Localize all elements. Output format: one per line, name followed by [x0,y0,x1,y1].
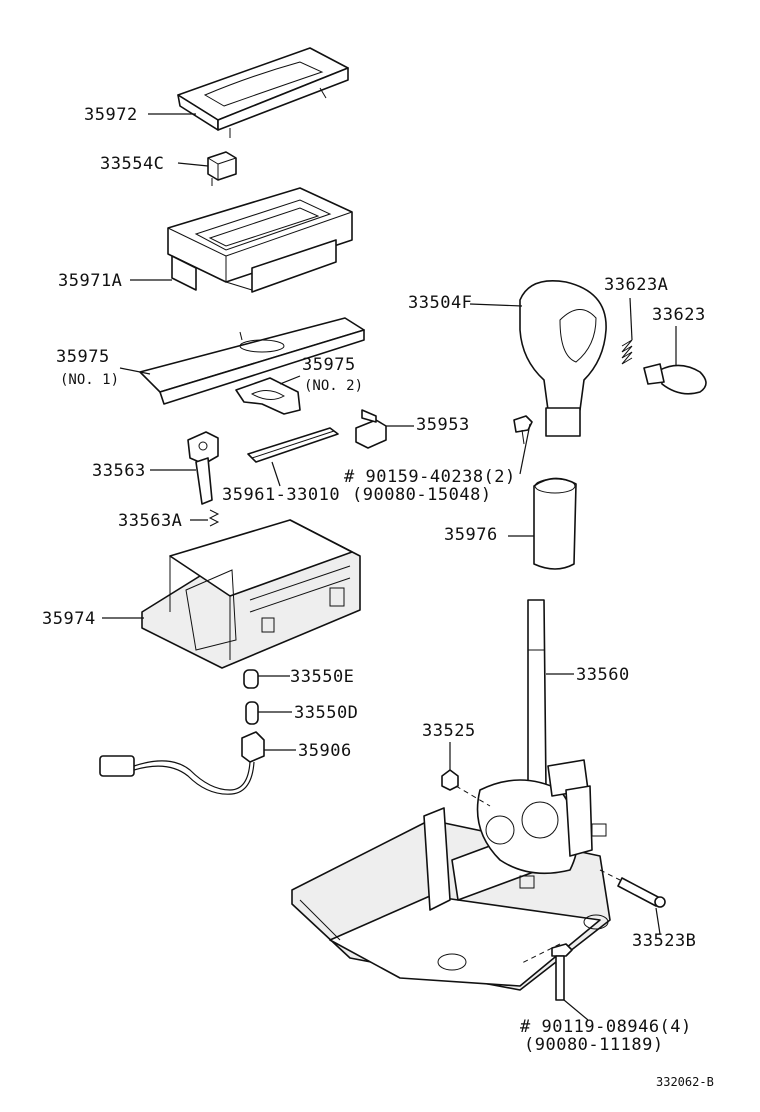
label-35975-no2-note: (NO. 2) [304,378,363,394]
label-35961: 35961-33010 [222,485,340,505]
part-35975-no2-drawing [235,377,301,415]
part-35974-drawing [141,519,361,669]
part-35953-drawing [355,409,387,449]
label-33554c: 33554C [100,154,164,174]
label-90159: # 90159-40238(2) [344,467,516,487]
label-35975-no1-note: (NO. 1) [60,372,119,388]
part-33623a-drawing [621,339,633,365]
label-90119: # 90119-08946(4) [520,1017,692,1037]
part-35971a-drawing [167,187,353,293]
label-33563: 33563 [92,461,146,481]
label-33525: 33525 [422,721,476,741]
label-33560: 33560 [576,665,630,685]
part-33525-drawing [441,769,459,791]
part-33563-drawing [187,431,219,505]
part-35906-drawing [99,731,265,795]
label-33623: 33623 [652,305,706,325]
label-33623a: 33623A [604,275,668,295]
part-35975-no1-drawing [139,317,365,405]
part-33554c-drawing [207,151,237,186]
part-35972-drawing [177,47,349,138]
part-33623-drawing [643,363,707,395]
label-33550e: 33550E [290,667,354,687]
part-33523b-drawing [617,877,666,908]
part-33560-drawing [291,599,611,991]
label-35971a: 35971A [58,271,122,291]
label-33504f: 33504F [408,293,472,313]
part-90159-drawing [513,415,533,445]
part-33550e-drawing [243,669,259,689]
part-35961-drawing [247,427,339,463]
label-90159-alt: (90080-15048) [352,485,492,505]
part-33550d-drawing [245,701,259,725]
diagram-id: 332062-B [656,1075,714,1089]
label-35972: 35972 [84,105,138,125]
label-33550d: 33550D [294,703,358,723]
part-33563a-drawing [208,509,220,527]
label-35906: 35906 [298,741,352,761]
label-90119-alt: (90080-11189) [524,1035,664,1055]
label-33563a: 33563A [118,511,182,531]
part-90119-drawing [551,943,573,1001]
label-35953: 35953 [416,415,470,435]
label-35975-no2: 35975 [302,355,356,375]
label-33523b: 33523B [632,931,696,951]
label-35976: 35976 [444,525,498,545]
label-35975-no1: 35975 [56,347,110,367]
part-35976-drawing [533,477,577,570]
label-35974: 35974 [42,609,96,629]
part-33504f-drawing [519,280,607,437]
